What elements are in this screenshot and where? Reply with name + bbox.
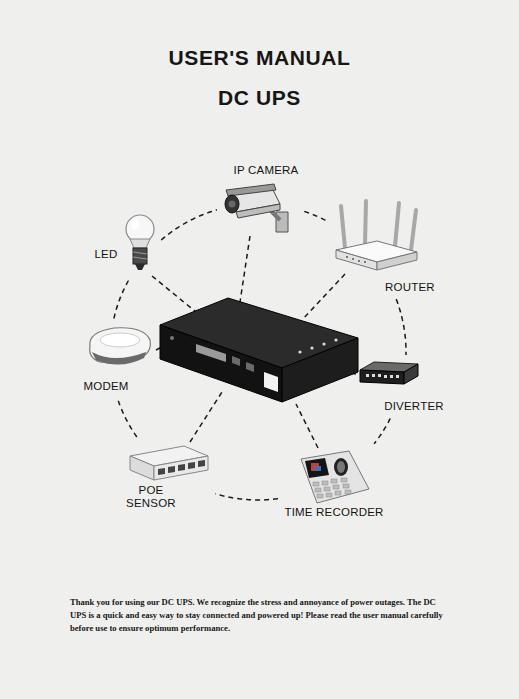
dashed-connector — [396, 299, 406, 355]
ip-camera-icon — [222, 186, 290, 234]
dashed-connector — [117, 398, 137, 437]
page-subtitle: DC UPS — [0, 86, 519, 110]
device-node: TIME RECORDER — [281, 446, 388, 522]
device-node: DIVERTER — [355, 357, 448, 416]
diverter-icon — [358, 360, 420, 388]
page-title: USER'S MANUAL — [0, 46, 519, 70]
device-label: POE SENSOR — [126, 484, 177, 510]
device-label: ROUTER — [385, 281, 436, 294]
time-recorder-icon — [297, 449, 373, 505]
modem-icon — [84, 324, 154, 370]
led-bulb-icon — [124, 210, 156, 274]
poe-switch-icon — [126, 442, 210, 482]
device-label: LED — [94, 248, 118, 261]
device-label: MODEM — [83, 380, 130, 393]
dashed-connector — [114, 279, 129, 318]
device-label: TIME RECORDER — [284, 506, 385, 519]
router-icon — [333, 198, 419, 274]
intro-paragraph: Thank you for using our DC UPS. We recog… — [70, 596, 452, 635]
device-label: IP CAMERA — [233, 164, 299, 177]
device-node: LED — [91, 207, 159, 277]
dashed-connector — [215, 494, 278, 500]
dashed-connector — [304, 211, 327, 221]
device-label: DIVERTER — [384, 400, 445, 413]
device-node: IP CAMERA — [219, 161, 302, 237]
dashed-connector — [161, 210, 217, 240]
ups-box — [160, 298, 358, 402]
device-node: ROUTER — [330, 195, 439, 297]
dashed-connector — [374, 418, 390, 444]
device-node: POE SENSOR — [123, 439, 214, 513]
device-node: MODEM — [80, 321, 158, 396]
